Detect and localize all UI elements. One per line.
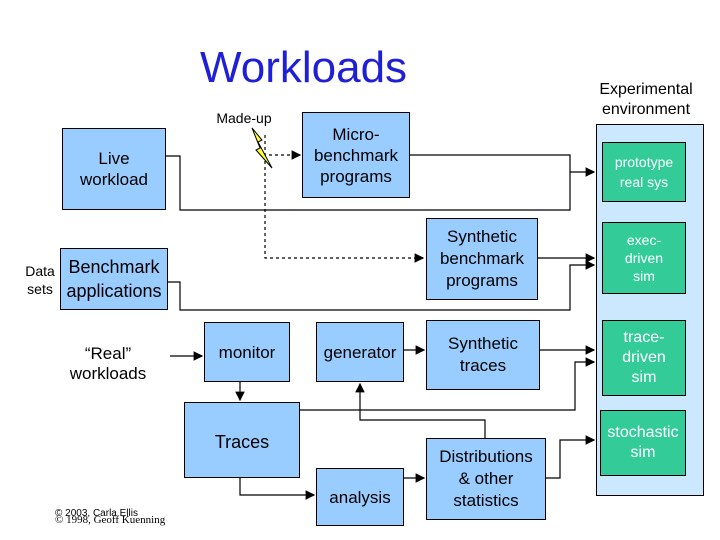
benchmark-applications-box: Benchmark applications	[60, 248, 168, 310]
synthetic-benchmark-box: Synthetic benchmark programs	[426, 218, 538, 300]
distributions-box: Distributions & other statistics	[426, 438, 546, 520]
stochastic-sim-box: stochastic sim	[600, 410, 686, 476]
exec-driven-sim-box: exec- driven sim	[602, 222, 686, 294]
dotted-made-up-to-synthetic	[264, 155, 425, 263]
live-workload-box: Live workload	[62, 128, 166, 210]
copyright-ellis: © 2003, Carla Ellis	[55, 508, 138, 519]
made-up-label: Made-up	[216, 110, 272, 126]
trace-driven-sim-box: trace- driven sim	[602, 320, 686, 396]
prototype-real-sys-box: prototype real sys	[602, 142, 686, 202]
line-distributions-to-stochastic	[546, 435, 596, 479]
page-title: Workloads	[200, 43, 408, 92]
micro-benchmark-box: Micro- benchmark programs	[302, 112, 410, 198]
line-benchmark-to-exec	[168, 260, 596, 311]
generator-box: generator	[316, 322, 404, 382]
experimental-environment-label: Experimental environment	[599, 81, 693, 118]
line-micro-to-prototype	[410, 154, 571, 172]
line-traces-to-trace-driven-lower	[300, 357, 596, 411]
dotted-made-up-to-micro	[264, 135, 302, 160]
data-sets-label: Data sets	[25, 263, 55, 297]
line-live-to-prototype	[165, 155, 596, 211]
real-workloads-label: “Real” workloads	[69, 344, 147, 383]
copyright-kuenning: © 1998, Geoff Kuenning	[55, 514, 166, 526]
synthetic-traces-box: Synthetic traces	[426, 320, 540, 390]
line-traces-to-analysis	[239, 478, 316, 500]
line-distributions-to-generator	[355, 382, 486, 438]
traces-box: Traces	[184, 402, 300, 478]
analysis-box: analysis	[316, 468, 404, 526]
monitor-box: monitor	[204, 322, 290, 382]
lightning-bolt-icon	[251, 127, 273, 169]
